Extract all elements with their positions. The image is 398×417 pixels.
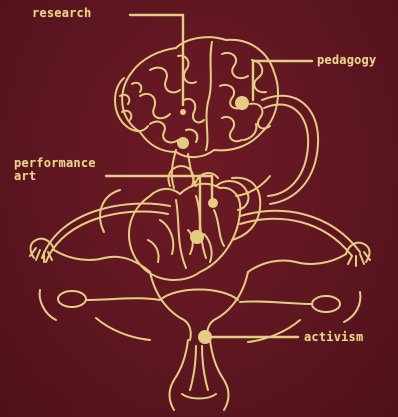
heart-dot bbox=[190, 230, 204, 244]
activism-dot bbox=[198, 330, 212, 344]
performance-dot bbox=[208, 198, 218, 208]
label-performance-line2: art bbox=[14, 170, 96, 183]
label-research: research bbox=[32, 7, 91, 20]
label-pedagogy: pedagogy bbox=[317, 54, 376, 67]
research-dot bbox=[177, 137, 189, 149]
research-dot-upper bbox=[180, 109, 186, 115]
pedagogy-dot bbox=[235, 96, 249, 110]
leader-lines bbox=[106, 15, 312, 337]
label-activism: activism bbox=[304, 331, 363, 344]
label-performance-art: performance art bbox=[14, 157, 96, 183]
